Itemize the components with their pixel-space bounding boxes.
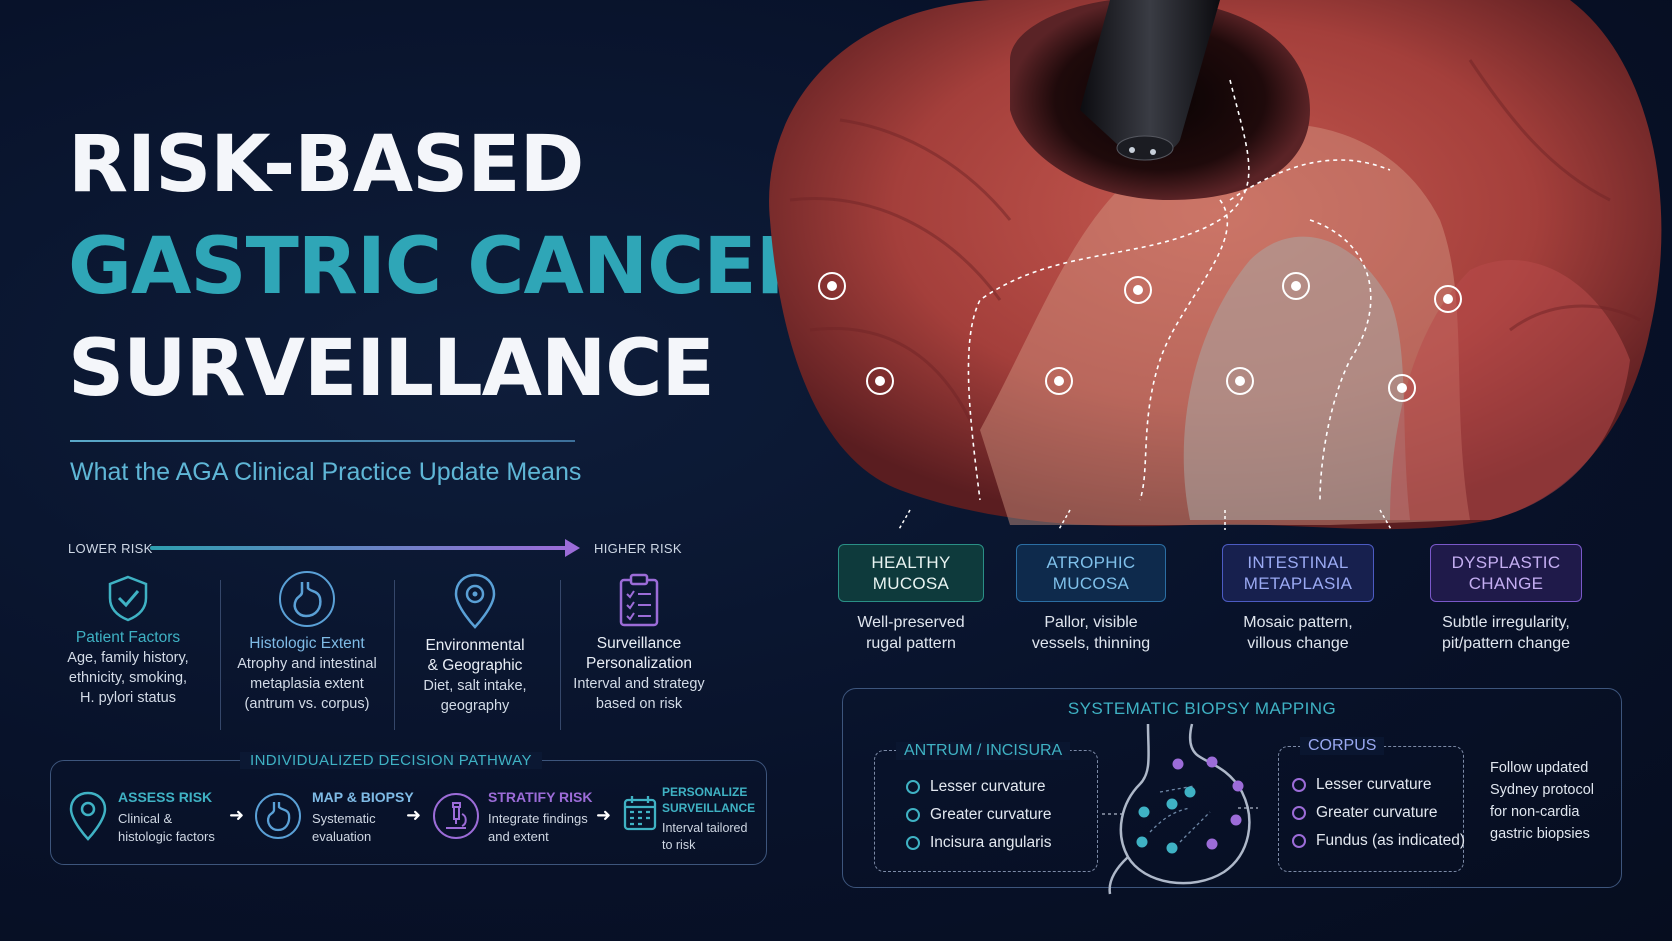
factor-patient: Patient Factors Age, family history, eth… bbox=[44, 574, 212, 708]
title-line-3: SURVEILLANCE bbox=[68, 324, 715, 414]
factor-desc-line: H. pylori status bbox=[80, 690, 176, 706]
zone-desc-line: vessels, thinning bbox=[1031, 635, 1151, 652]
step-desc-line: histologic factors bbox=[118, 829, 215, 844]
step-desc-line: and extent bbox=[488, 829, 549, 844]
factor-desc-line: geography bbox=[440, 698, 510, 714]
zone-desc-line: Pallor, visible bbox=[1044, 614, 1138, 631]
arrow-right-icon: ➜ bbox=[229, 805, 245, 825]
risk-high-label: HIGHER RISK bbox=[594, 541, 682, 556]
factor-desc-line: based on risk bbox=[595, 696, 683, 712]
factor-name: Surveillance Personalization bbox=[586, 635, 692, 672]
step-title: MAP & BIOPSY bbox=[312, 789, 414, 805]
antrum-label: ANTRUM / INCISURA bbox=[896, 742, 1071, 760]
factor-desc-line: Interval and strategy bbox=[573, 676, 705, 692]
arrow-right-icon: ➜ bbox=[596, 805, 612, 825]
list-item: Fundus (as indicated) bbox=[1292, 832, 1465, 850]
list-item: Greater curvature bbox=[906, 806, 1051, 824]
stomach-diagram-icon bbox=[1102, 723, 1258, 895]
location-pin-icon bbox=[454, 573, 496, 629]
risk-low-label: LOWER RISK bbox=[68, 541, 153, 556]
note-line: gastric biopsies bbox=[1490, 826, 1590, 842]
pathway-title: INDIVIDUALIZED DECISION PATHWAY bbox=[240, 752, 542, 769]
factor-desc-line: Diet, salt intake, bbox=[423, 678, 527, 694]
zone-intestinal-metaplasia: INTESTINAL METAPLASIA bbox=[1222, 544, 1374, 602]
factor-divider bbox=[560, 580, 561, 730]
title-divider bbox=[70, 440, 575, 442]
factor-desc-line: metaplasia extent bbox=[250, 676, 364, 692]
endoscopic-stomach-illustration bbox=[769, 0, 1662, 530]
factor-name: Patient Factors bbox=[75, 629, 181, 646]
stomach-icon bbox=[255, 793, 301, 839]
microscope-icon bbox=[433, 793, 479, 839]
zone-label: ATROPHIC MUCOSA bbox=[1046, 553, 1136, 593]
location-pin-icon bbox=[69, 791, 107, 841]
factor-histologic: Histologic Extent Atrophy and intestinal… bbox=[222, 570, 392, 714]
biopsy-mapping-panel bbox=[842, 688, 1622, 888]
factor-desc-line: Age, family history, bbox=[67, 650, 189, 666]
step-desc-line: to risk bbox=[662, 838, 696, 852]
zone-label: DYSPLASTIC CHANGE bbox=[1451, 553, 1561, 593]
step-desc-line: Clinical & bbox=[118, 811, 173, 826]
zone-label: HEALTHY MUCOSA bbox=[871, 553, 951, 593]
calendar-icon bbox=[623, 796, 657, 831]
zone-label: INTESTINAL METAPLASIA bbox=[1243, 553, 1353, 593]
stomach-icon bbox=[279, 571, 335, 627]
list-item: Greater curvature bbox=[1292, 804, 1437, 822]
note-line: Sydney protocol bbox=[1490, 782, 1594, 798]
zone-desc-line: Mosaic pattern, bbox=[1243, 614, 1353, 631]
factor-environmental: Environmental & Geographic Diet, salt in… bbox=[392, 572, 558, 716]
zone-desc-line: pit/pattern change bbox=[1441, 635, 1571, 652]
bullet-icon bbox=[906, 780, 920, 794]
title-line-2: GASTRIC CANCER bbox=[68, 222, 816, 312]
factor-name: Histologic Extent bbox=[249, 635, 365, 652]
bullet-icon bbox=[906, 836, 920, 850]
zone-desc-line: villous change bbox=[1247, 635, 1349, 652]
step-title: PERSONALIZE SURVEILLANCE bbox=[662, 785, 756, 815]
shield-check-icon bbox=[108, 575, 148, 622]
bullet-icon bbox=[906, 808, 920, 822]
zone-desc-line: rugal pattern bbox=[866, 635, 956, 652]
corpus-label: CORPUS bbox=[1300, 737, 1385, 755]
bullet-icon bbox=[1292, 806, 1306, 820]
list-item: Lesser curvature bbox=[1292, 776, 1431, 794]
risk-arrow-head bbox=[565, 539, 580, 557]
factor-desc-line: ethnicity, smoking, bbox=[68, 670, 188, 686]
list-item: Incisura angularis bbox=[906, 834, 1051, 852]
zone-dysplastic-change: DYSPLASTIC CHANGE bbox=[1430, 544, 1582, 602]
step-title: STRATIFY RISK bbox=[488, 789, 593, 805]
step-desc-line: evaluation bbox=[312, 829, 372, 844]
step-desc-line: Systematic bbox=[312, 811, 376, 826]
title-line-1: RISK-BASED bbox=[68, 120, 584, 210]
note-line: for non-cardia bbox=[1490, 804, 1580, 820]
arrow-right-icon: ➜ bbox=[406, 805, 422, 825]
zone-healthy-mucosa: HEALTHY MUCOSA bbox=[838, 544, 984, 602]
sydney-protocol-note: Follow updated Sydney protocol for non-c… bbox=[1490, 757, 1610, 845]
clipboard-checklist-icon bbox=[619, 573, 659, 627]
factor-desc-line: Atrophy and intestinal bbox=[237, 656, 377, 672]
factor-name: Environmental & Geographic bbox=[425, 637, 525, 674]
factor-surveillance: Surveillance Personalization Interval an… bbox=[556, 572, 722, 714]
step-title: ASSESS RISK bbox=[118, 789, 213, 805]
zone-desc-line: Well-preserved bbox=[857, 614, 965, 631]
list-item: Lesser curvature bbox=[906, 778, 1045, 796]
factor-desc-line: (antrum vs. corpus) bbox=[244, 696, 370, 712]
factor-divider bbox=[394, 580, 395, 730]
factor-divider bbox=[220, 580, 221, 730]
step-desc-line: Interval tailored bbox=[662, 821, 748, 835]
bullet-icon bbox=[1292, 778, 1306, 792]
zone-desc-line: Subtle irregularity, bbox=[1442, 614, 1570, 631]
subtitle: What the AGA Clinical Practice Update Me… bbox=[70, 458, 582, 486]
biopsy-title: SYSTEMATIC BIOPSY MAPPING bbox=[1067, 699, 1337, 718]
step-desc-line: Integrate findings bbox=[488, 811, 588, 826]
risk-arrow bbox=[150, 546, 568, 550]
note-line: Follow updated bbox=[1490, 760, 1589, 776]
zone-atrophic-mucosa: ATROPHIC MUCOSA bbox=[1016, 544, 1166, 602]
bullet-icon bbox=[1292, 834, 1306, 848]
